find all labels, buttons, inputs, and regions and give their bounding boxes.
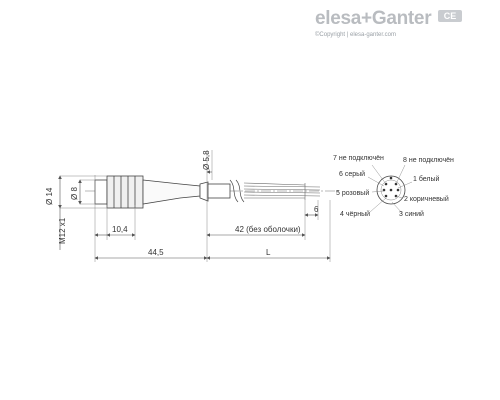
cable-break — [229, 179, 245, 203]
dim-6: 6 — [314, 205, 319, 214]
elesa-ganter-logo: elesa+Ganter CE ©Copyright | elesa-gante… — [315, 8, 495, 40]
dim-d58: Ø 5,8 — [202, 150, 211, 170]
dim-10-4: 10,4 — [112, 225, 128, 234]
connector-body — [94, 175, 231, 209]
dim-L: L — [266, 248, 271, 257]
extension-lines — [60, 150, 331, 262]
ce-mark: CE — [438, 10, 462, 22]
dim-44-5: 44,5 — [148, 248, 164, 257]
cable-wires — [243, 182, 321, 200]
pin-label-1: 1 белый — [413, 175, 440, 183]
pin-label-3: 3 синий — [399, 210, 424, 218]
dim-d14: Ø 14 — [45, 187, 54, 205]
logo-brand: elesa+Ganter — [315, 8, 432, 29]
pin-label-2: 2 коричневый — [404, 195, 449, 203]
pin-label-7: 7 не подключён — [333, 155, 384, 162]
dim-42: 42 (без оболочки) — [235, 225, 301, 234]
pin-label-4: 4 чёрный — [340, 210, 370, 218]
pin-label-8: 8 не подключён — [403, 157, 454, 164]
logo-copyright: ©Copyright | elesa-ganter.com — [315, 32, 397, 38]
dim-d8: Ø 8 — [70, 187, 79, 200]
dim-thread: M12 x1 — [58, 217, 67, 244]
dimension-lines — [58, 170, 331, 260]
pin-label-6: 6 серый — [339, 170, 365, 178]
pinout-diagram — [367, 164, 413, 214]
pin-label-5: 5 розовый — [336, 189, 369, 197]
